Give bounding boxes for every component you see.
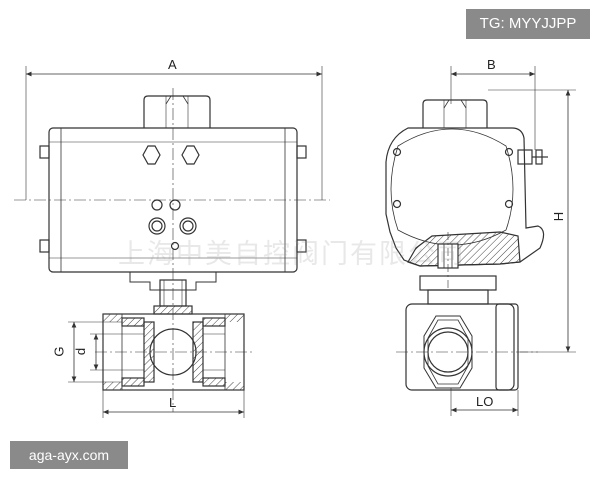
side-housing [385,127,545,267]
front-view [14,66,330,418]
side-view [385,66,576,416]
dim-label-a: A [168,57,177,72]
actuator-top-block [143,95,211,128]
background-watermark: 上海中美自控阀门有限公司 [118,239,466,270]
dim-label-h: H [551,211,567,222]
dim-label-b: B [487,57,496,72]
dim-label-lo: LO [476,394,494,409]
dim-label-l: L [169,395,177,410]
dim-label-g: G [51,346,67,357]
watermark-top: TG: MYYJJPP [466,9,590,39]
hex-nut-left [142,145,161,165]
dim-label-d: d [73,347,89,356]
side-valve-body [405,303,515,391]
hex-nut-right [181,145,200,165]
watermark-bottom: aga-ayx.com [10,441,128,469]
